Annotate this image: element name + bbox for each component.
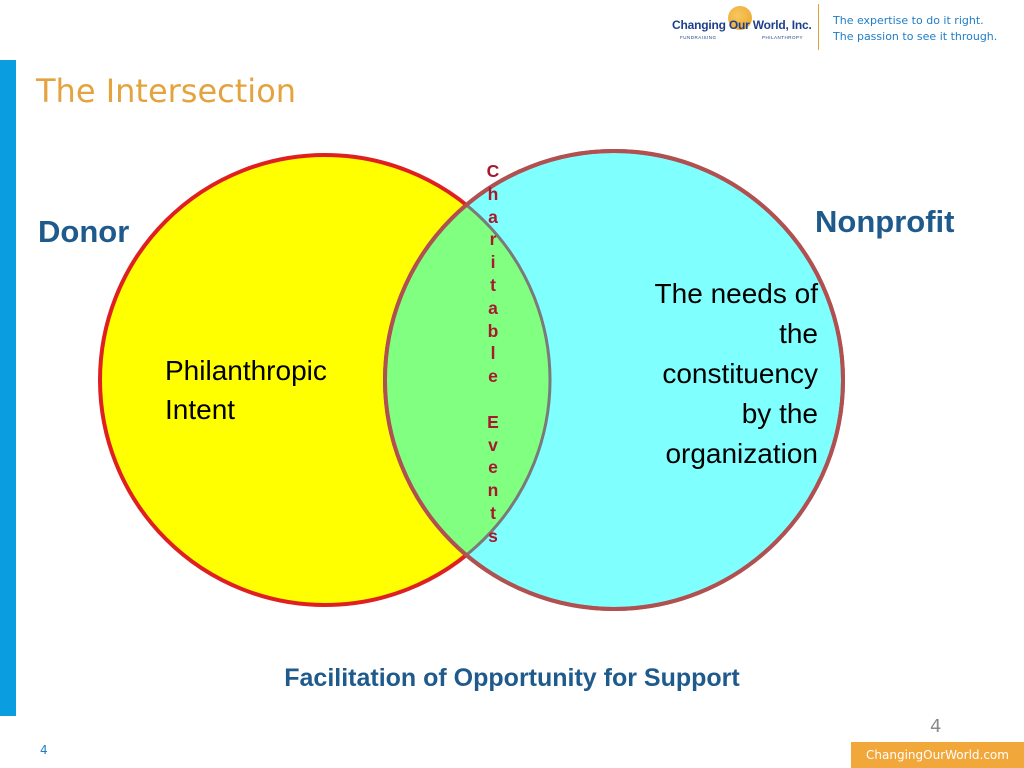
charitable-events-letter: C	[486, 161, 500, 181]
charitable-events-letter: n	[487, 480, 499, 501]
nonprofit-text-line-5: organization	[665, 438, 818, 469]
logo-subtext-left: FUNDRAISING	[680, 35, 717, 40]
nonprofit-text-line-4: by the	[741, 398, 818, 429]
left-accent-bar	[0, 60, 16, 716]
logo-text: Changing Our World, Inc.	[672, 18, 812, 32]
page-number-small: 4	[40, 743, 48, 757]
nonprofit-text-line-1: The needs of	[654, 278, 818, 309]
logo-subtext-right: PHILANTHROPY	[762, 35, 804, 40]
nonprofit-text-line-2: the	[779, 318, 818, 349]
charitable-events-letter: b	[487, 320, 499, 341]
tagline: The expertise to do it right. The passio…	[833, 13, 997, 45]
donor-description: Philanthropic Intent	[165, 351, 375, 429]
charitable-events-letter	[480, 388, 506, 411]
page-number-large: 4	[930, 716, 942, 737]
header-divider	[818, 4, 819, 50]
globe-icon	[728, 6, 752, 30]
nonprofit-circle-outline	[383, 149, 845, 611]
company-logo[interactable]: Changing Our World, Inc. FUNDRAISING PHI…	[672, 6, 812, 52]
nonprofit-label: Nonprofit	[815, 204, 955, 239]
charitable-events-letter: e	[488, 457, 498, 478]
nonprofit-description: The needs of the constituency by the org…	[608, 274, 818, 474]
charitable-events-letter: i	[490, 252, 496, 273]
slide-title: The Intersection	[36, 72, 297, 110]
donor-text-line-2: Intent	[165, 394, 236, 425]
charitable-events-letter: l	[490, 343, 496, 364]
donor-text-line-1: Philanthropic	[165, 355, 327, 386]
charitable-events-letter: a	[488, 206, 498, 227]
intersection-left-arc	[385, 153, 552, 607]
nonprofit-text-line-3: constituency	[662, 358, 818, 389]
charitable-events-letter: e	[488, 366, 498, 387]
charitable-events-letter: r	[489, 229, 497, 250]
tagline-line-1: The expertise to do it right.	[833, 14, 984, 27]
intersection-lens	[385, 155, 550, 605]
donor-label: Donor	[38, 214, 130, 249]
charitable-events-letter: s	[488, 525, 498, 546]
charitable-events-letter: v	[488, 434, 498, 455]
charitable-events-letter: E	[487, 411, 499, 432]
charitable-events-letter: h	[487, 183, 499, 204]
slide-caption: Facilitation of Opportunity for Support	[284, 664, 740, 692]
charitable-events-letter: t	[490, 502, 496, 523]
tagline-line-2: The passion to see it through.	[833, 30, 998, 43]
charitable-events-letter: a	[488, 297, 498, 318]
charitable-events-letter: t	[490, 274, 496, 295]
website-link[interactable]: ChangingOurWorld.com	[851, 742, 1024, 768]
